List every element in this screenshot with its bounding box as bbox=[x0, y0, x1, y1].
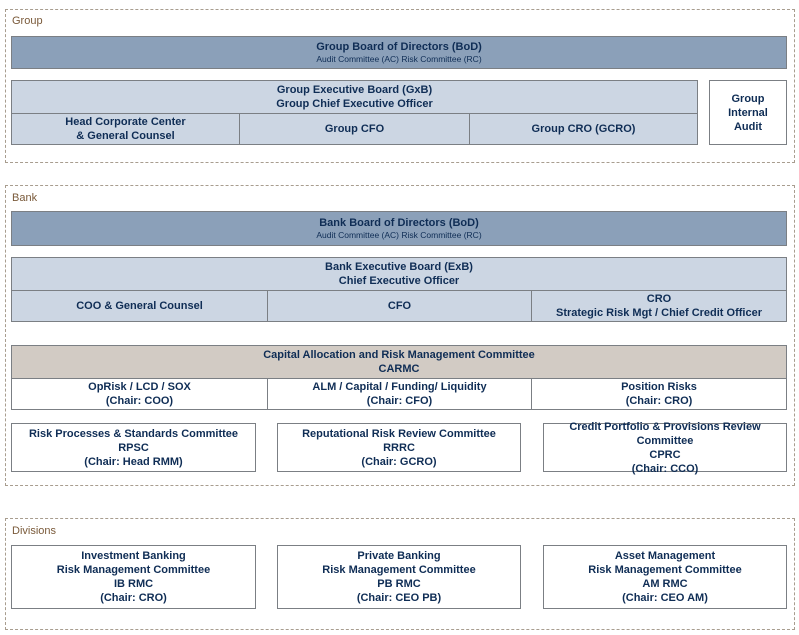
oprisk-line2: (Chair: COO) bbox=[105, 395, 174, 407]
bank-bod-title: Bank Board of Directors (BoD) bbox=[319, 217, 479, 229]
oprisk-committee: OpRisk / LCD / SOX (Chair: COO) bbox=[11, 378, 268, 410]
cprc-line3: (Chair: CCO) bbox=[631, 462, 699, 475]
am-line4: (Chair: CEO AM) bbox=[622, 592, 708, 604]
bank-cfo-label: CFO bbox=[387, 300, 412, 312]
head-cc-line1: Head Corporate Center bbox=[65, 116, 186, 128]
head-corporate-center: Head Corporate Center & General Counsel bbox=[11, 113, 240, 145]
audit-line2: Internal bbox=[728, 106, 768, 119]
pb-line3: PB RMC bbox=[377, 578, 421, 590]
bank-executive-board: Bank Executive Board (ExB) Chief Executi… bbox=[11, 257, 787, 291]
carmc-title: Capital Allocation and Risk Management C… bbox=[263, 349, 535, 361]
rpsc-line2: RPSC bbox=[118, 441, 149, 454]
exb-ceo: Chief Executive Officer bbox=[338, 275, 460, 287]
group-cfo-label: Group CFO bbox=[324, 123, 385, 135]
audit-line1: Group bbox=[731, 92, 765, 105]
group-cfo: Group CFO bbox=[239, 113, 470, 145]
cprc-line1: Credit Portfolio & Provisions Review Com… bbox=[569, 420, 761, 447]
cprc-line2: CPRC bbox=[649, 448, 681, 461]
rrrc-line2: RRRC bbox=[383, 441, 415, 454]
position-line2: (Chair: CRO) bbox=[625, 395, 693, 407]
pb-line4: (Chair: CEO PB) bbox=[356, 592, 442, 604]
alm-committee: ALM / Capital / Funding/ Liquidity (Chai… bbox=[267, 378, 532, 410]
bank-cfo: CFO bbox=[267, 290, 532, 322]
group-executive-board: Group Executive Board (GxB) Group Chief … bbox=[11, 80, 698, 114]
am-rmc: Asset Management Risk Management Committ… bbox=[543, 545, 787, 609]
ib-line4: (Chair: CRO) bbox=[100, 592, 167, 604]
carmc-abbr: CARMC bbox=[378, 363, 420, 375]
group-internal-audit: Group Internal Audit bbox=[709, 80, 787, 145]
rpsc-committee: Risk Processes & Standards Committee RPS… bbox=[11, 423, 256, 472]
group-section bbox=[5, 9, 795, 163]
rrrc-committee: Reputational Risk Review Committee RRRC … bbox=[277, 423, 521, 472]
bank-bod-committees: Audit Committee (AC) Risk Committee (RC) bbox=[316, 230, 482, 240]
bank-cro-line2: Strategic Risk Mgt / Chief Credit Office… bbox=[556, 307, 762, 319]
pb-line1: Private Banking bbox=[357, 550, 441, 562]
bank-board-of-directors: Bank Board of Directors (BoD) Audit Comm… bbox=[11, 211, 787, 246]
group-bod-committees: Audit Committee (AC) Risk Committee (RC) bbox=[316, 54, 482, 64]
gxb-title: Group Executive Board (GxB) bbox=[276, 84, 433, 96]
rpsc-line3: (Chair: Head RMM) bbox=[84, 455, 183, 468]
cprc-committee: Credit Portfolio & Provisions Review Com… bbox=[543, 420, 787, 475]
divisions-section-label: Divisions bbox=[12, 525, 57, 537]
am-line1: Asset Management bbox=[614, 550, 716, 562]
position-line1: Position Risks bbox=[621, 381, 697, 393]
bank-coo: COO & General Counsel bbox=[11, 290, 268, 322]
ib-line2: Risk Management Committee bbox=[56, 564, 211, 576]
am-line3: AM RMC bbox=[642, 578, 688, 590]
bank-cro: CRO Strategic Risk Mgt / Chief Credit Of… bbox=[531, 290, 787, 322]
bank-section bbox=[5, 185, 795, 486]
alm-line1: ALM / Capital / Funding/ Liquidity bbox=[312, 381, 487, 393]
pb-rmc: Private Banking Risk Management Committe… bbox=[277, 545, 521, 609]
carmc: Capital Allocation and Risk Management C… bbox=[11, 345, 787, 379]
ib-line1: Investment Banking bbox=[81, 550, 186, 562]
rrrc-line1: Reputational Risk Review Committee bbox=[302, 427, 496, 440]
am-line2: Risk Management Committee bbox=[588, 564, 742, 576]
oprisk-line1: OpRisk / LCD / SOX bbox=[88, 381, 191, 393]
ib-rmc: Investment Banking Risk Management Commi… bbox=[11, 545, 256, 609]
group-bod-title: Group Board of Directors (BoD) bbox=[316, 41, 482, 53]
audit-line3: Audit bbox=[733, 120, 763, 133]
rrrc-line3: (Chair: GCRO) bbox=[361, 455, 437, 468]
bank-section-label: Bank bbox=[12, 192, 38, 204]
alm-line2: (Chair: CFO) bbox=[366, 395, 433, 407]
rpsc-line1: Risk Processes & Standards Committee bbox=[28, 427, 239, 440]
group-section-label: Group bbox=[12, 15, 43, 27]
group-cro: Group CRO (GCRO) bbox=[469, 113, 698, 145]
bank-cro-line1: CRO bbox=[646, 293, 672, 305]
group-cro-label: Group CRO (GCRO) bbox=[531, 123, 636, 135]
head-cc-line2: & General Counsel bbox=[76, 130, 175, 142]
exb-title: Bank Executive Board (ExB) bbox=[325, 261, 473, 273]
bank-coo-label: COO & General Counsel bbox=[76, 300, 203, 312]
group-board-of-directors: Group Board of Directors (BoD) Audit Com… bbox=[11, 36, 787, 69]
divisions-section bbox=[5, 518, 795, 630]
position-risks-committee: Position Risks (Chair: CRO) bbox=[531, 378, 787, 410]
ib-line3: IB RMC bbox=[113, 578, 154, 590]
pb-line2: Risk Management Committee bbox=[322, 564, 476, 576]
gxb-ceo: Group Chief Executive Officer bbox=[276, 98, 433, 110]
